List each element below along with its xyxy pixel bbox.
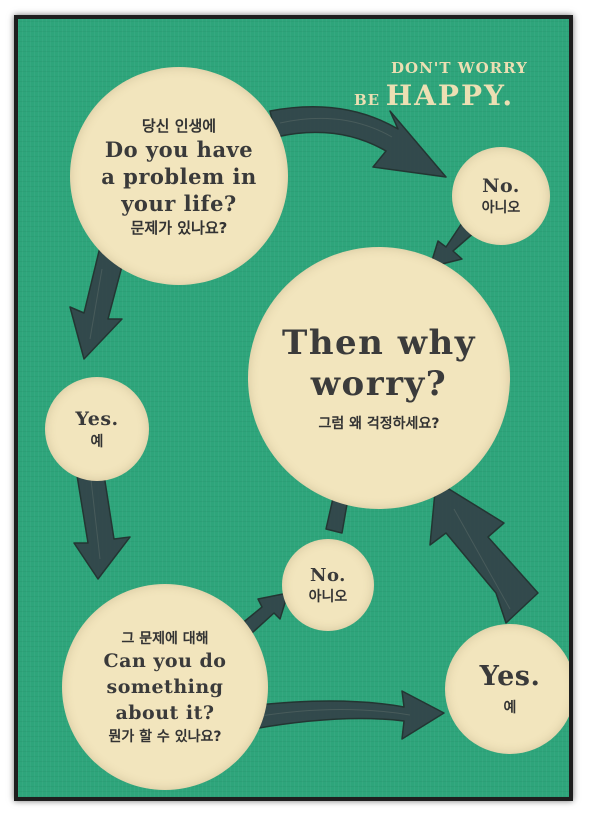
then-why-worry-bubble: Then why worry? 그럼 왜 걱정하세요? <box>248 247 510 509</box>
slogan-be: BE <box>354 91 381 109</box>
slogan-line1: DON'T WORRY <box>391 59 528 77</box>
problem-en-line3: your life? <box>121 190 237 216</box>
cando-ko-bottom: 뭔가 할 수 있나요? <box>108 729 222 745</box>
yes-left-ko: 예 <box>90 433 104 450</box>
no-top-en: No. <box>482 175 520 197</box>
worry-ko: 그럼 왜 걱정하세요? <box>318 416 440 432</box>
problem-ko-top: 당신 인생에 <box>141 116 217 135</box>
cando-en-line2: something <box>106 676 224 698</box>
arrow-cando-to-no <box>239 592 289 634</box>
slogan-happy: HAPPY. <box>385 79 515 112</box>
slogan-line2: BE HAPPY. <box>354 79 569 112</box>
arrow-problem-to-no <box>269 106 447 178</box>
yes-right-en: Yes. <box>479 661 541 692</box>
cando-en-line3: about it? <box>115 702 215 724</box>
problem-question-bubble: 당신 인생에 Do you have a problem in your lif… <box>70 67 288 285</box>
no-top-ko: 아니오 <box>481 200 521 216</box>
yes-left-en: Yes. <box>75 407 119 430</box>
arrow-cando-to-yes <box>239 690 445 740</box>
no-answer-bubble-top: No. 아니오 <box>452 147 550 245</box>
arrow-yes-to-worry <box>429 480 539 624</box>
no-middle-en: No. <box>310 564 346 586</box>
cando-ko-top: 그 문제에 대해 <box>121 631 209 647</box>
problem-ko-bottom: 문제가 있나요? <box>130 218 228 237</box>
can-you-do-bubble: 그 문제에 대해 Can you do something about it? … <box>62 584 268 790</box>
slogan: DON'T WORRY BE HAPPY. <box>354 59 569 112</box>
yes-answer-bubble-left: Yes. 예 <box>45 377 149 481</box>
worry-en-line1: Then why <box>282 323 476 363</box>
yes-answer-bubble-right: Yes. 예 <box>445 624 569 754</box>
problem-en-line1: Do you have <box>104 136 254 162</box>
worry-en-line2: worry? <box>310 364 448 404</box>
cando-en-line1: Can you do <box>103 650 227 672</box>
no-answer-bubble-middle: No. 아니오 <box>282 539 374 631</box>
problem-en-line2: a problem in <box>101 163 257 189</box>
poster-frame: DON'T WORRY BE HAPPY. 당신 인생에 Do you have… <box>14 15 573 801</box>
yes-right-ko: 예 <box>503 700 517 716</box>
no-middle-ko: 아니오 <box>308 588 348 605</box>
